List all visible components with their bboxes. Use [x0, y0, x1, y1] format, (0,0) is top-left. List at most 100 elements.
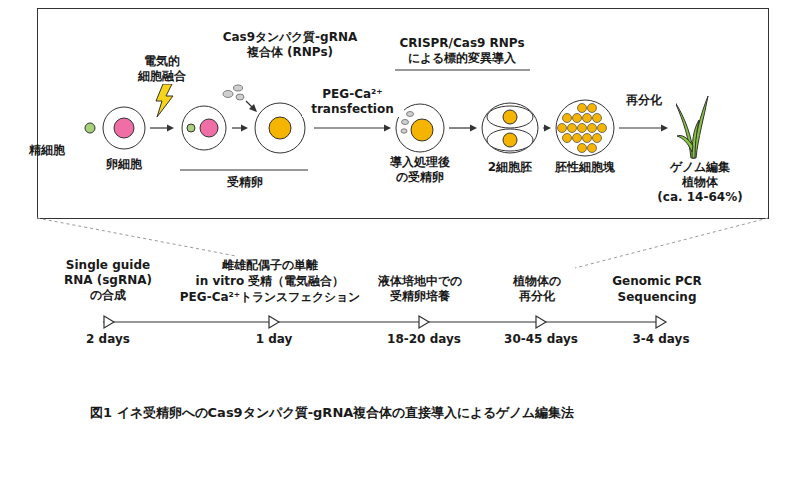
timeline-marker: [656, 316, 666, 328]
cell-nucleus: [563, 134, 572, 143]
text-label: 植物体の 再分化: [509, 274, 565, 304]
cell-drawing-part: [269, 117, 291, 139]
arrowhead: [167, 125, 174, 132]
cell-drawing-part: [411, 119, 433, 141]
node-label: 卵細胞: [94, 157, 154, 172]
cell-drawing-part: [255, 103, 305, 153]
arrow-line: [449, 127, 471, 128]
arrow-line: [314, 127, 385, 128]
cell-drawing-part: [487, 129, 533, 151]
rnp-blob: [234, 85, 243, 91]
cell-drawing-part: [482, 103, 538, 153]
arrowhead: [661, 125, 668, 132]
cell-drawing: [672, 92, 712, 160]
text-label: 3-4 days: [621, 332, 701, 347]
cell-nucleus: [598, 124, 607, 133]
cell-nucleus: [578, 144, 587, 153]
text-label: 1 day: [234, 332, 314, 347]
cell-drawing: [481, 102, 539, 154]
node-label: 導入処理後 の受精卵: [385, 155, 455, 185]
cell-nucleus: [578, 104, 587, 113]
cell-drawing-part: [103, 107, 145, 149]
flow-arrow: [449, 125, 477, 132]
cell-nucleus: [588, 144, 597, 153]
node-label: 受精卵: [210, 175, 280, 190]
text-label: PEG-Ca²⁺トランスフェクション: [160, 290, 380, 305]
text-label: 液体培地中での 受精卵培養: [374, 274, 466, 304]
node-label: 2細胞胚: [475, 160, 545, 175]
text-label: Cas9タンパク質-gRNA 複合体 (RNPs): [215, 30, 365, 60]
cell-node: ゲノム編集 植物体(ca. 14-64%): [672, 92, 712, 160]
cell-drawing-part: [85, 123, 95, 133]
timeline-axis: [103, 321, 664, 322]
cell-nucleus: [568, 124, 577, 133]
cell-drawing-part: [407, 112, 414, 117]
cell-label: (ca. 14-64%): [654, 190, 746, 205]
cell-drawing: [178, 100, 310, 172]
rnp-arrowhead: [249, 104, 257, 112]
timeline-marker: [419, 316, 429, 328]
bracket-line: [395, 70, 530, 71]
cell-label: 胚性細胞塊: [545, 160, 625, 175]
cell-node: 胚性細胞塊: [555, 99, 615, 157]
cell-drawing-part: [503, 133, 517, 147]
arrowhead: [544, 125, 551, 132]
cell-drawing-part: [200, 119, 218, 137]
text-label: in vitro 受精（電気融合）: [160, 274, 380, 289]
cell-nucleus: [588, 104, 597, 113]
flow-arrow: [150, 125, 174, 132]
node-label: 胚性細胞塊: [545, 160, 625, 175]
cell-nucleus: [558, 124, 567, 133]
cell-nucleus: [583, 114, 592, 123]
cell-drawing: [102, 106, 146, 150]
arrow-line: [619, 127, 662, 128]
figure-caption: 図1 イネ受精卵へのCas9タンパク質-gRNA複合体の直接導入によるゲノム編集…: [90, 404, 574, 421]
lightning-symbol: [156, 84, 173, 117]
cell-label: 卵細胞: [94, 157, 154, 172]
cell-drawing-part: [182, 106, 226, 150]
cell-label: 2細胞胚: [475, 160, 545, 175]
cell-drawing-part: [693, 96, 708, 158]
text-label: Single guide RNA (sgRNA) の合成: [60, 258, 156, 303]
text-label: 2 days: [68, 332, 148, 347]
rnp-blob: [236, 94, 244, 100]
flow-arrow: [619, 125, 668, 132]
cell-drawing-part: [180, 170, 308, 171]
cell-node: 卵細胞: [102, 106, 146, 150]
cell-label: 受精卵: [210, 175, 280, 190]
arrow-line: [150, 127, 168, 128]
cell-drawing-part: [487, 106, 533, 128]
cell-label: 精細胞: [17, 143, 77, 158]
timeline-marker: [536, 316, 546, 328]
edge-label: 再分化: [612, 93, 676, 108]
timeline-markers: [104, 316, 666, 328]
arrowhead: [384, 125, 391, 132]
text-label: CRISPR/Cas9 RNPs による標的変異導入: [395, 36, 530, 66]
edge-label: 電気的 細胞融合: [129, 54, 195, 84]
text-label: 18-20 days: [379, 332, 469, 347]
node-label: ゲノム編集 植物体(ca. 14-64%): [654, 160, 746, 205]
cell-drawing-part: [114, 118, 134, 138]
flow-arrow: [543, 125, 551, 132]
cell-drawing-part: [675, 102, 694, 158]
cell-drawing-part: [402, 120, 409, 125]
cell-drawing-part: [556, 100, 614, 156]
cell-label: ゲノム編集 植物体: [654, 160, 746, 190]
cell-drawing-part: [503, 110, 517, 124]
text-label: 雌雄配偶子の単離: [160, 258, 380, 273]
panel-frame: [38, 9, 769, 219]
cell-label: 導入処理後 の受精卵: [385, 155, 455, 185]
cell-nucleus: [578, 124, 587, 133]
cell-node: 精細胞: [84, 122, 96, 134]
node-label: 精細胞: [17, 143, 77, 158]
cell-drawing-part: [187, 124, 195, 132]
cell-drawing-part: [692, 120, 699, 158]
cell-nucleus: [588, 124, 597, 133]
cell-drawing: [555, 99, 615, 157]
zoom-line: [575, 218, 768, 268]
cell-drawing: [84, 122, 96, 134]
zoom-line: [37, 218, 236, 256]
text-label: Genomic PCR: [597, 274, 717, 289]
timeline-marker: [104, 316, 114, 328]
